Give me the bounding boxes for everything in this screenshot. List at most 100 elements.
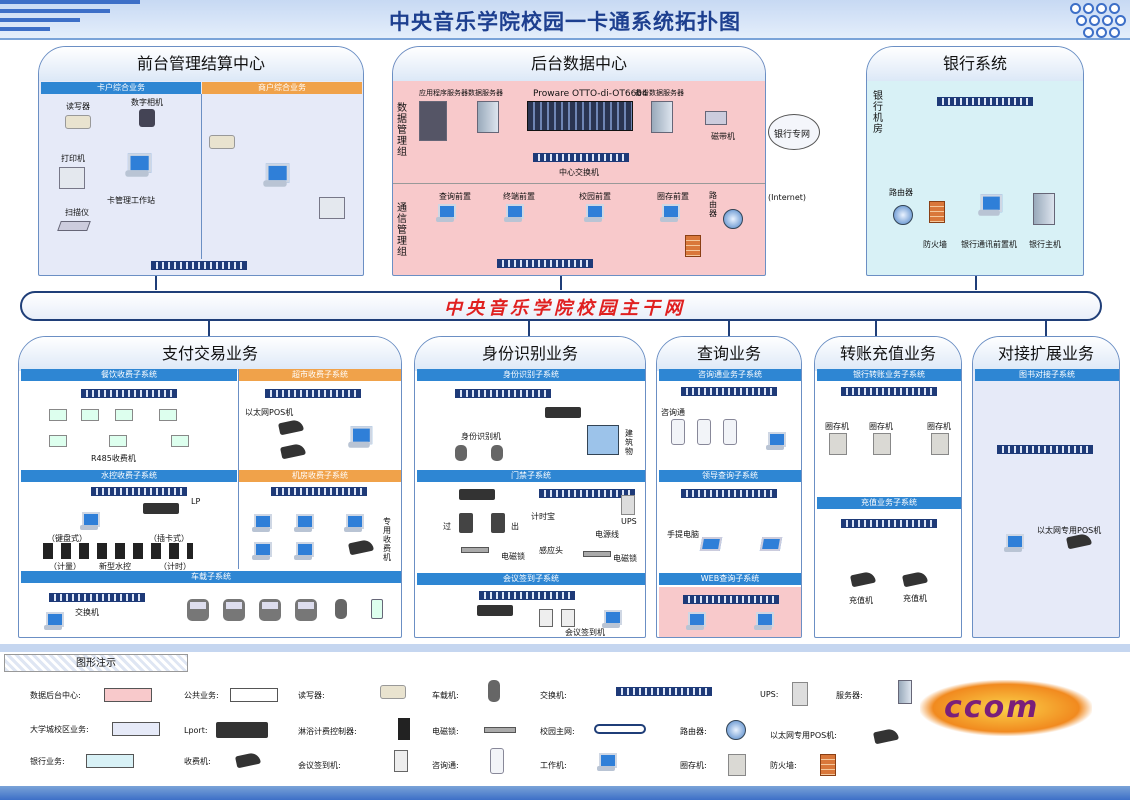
server-rack-icon (419, 101, 447, 141)
identity-switch-icon (455, 389, 551, 398)
kiosk-icon (697, 419, 711, 445)
circle1-label: 圈存机 (825, 422, 849, 431)
core-switch-icon (533, 153, 629, 162)
storage-array-icon (527, 101, 633, 131)
payment-title: 支付交易业务 (19, 337, 401, 371)
page-title: 中央音乐学院校园一卡通系统拓扑图 (389, 10, 741, 34)
bus-icon (187, 599, 209, 621)
id-reader-label: 身份识别机 (461, 432, 501, 441)
db-server-icon (477, 101, 499, 133)
pos-icon (280, 442, 306, 460)
header-stripe (0, 18, 80, 22)
web-pc-icon (753, 611, 774, 631)
legend-public-label: 公共业务: (184, 691, 219, 700)
machine-room-bar: 机房收费子系统 (239, 470, 401, 482)
library-pos-label: 以太网专用POS机 (1037, 526, 1102, 535)
legend-dc-swatch (104, 688, 152, 702)
leader-bar: 领导查询子系统 (659, 470, 801, 482)
maglock-icon (583, 551, 611, 557)
meeting-switch-icon (479, 591, 575, 600)
door-bar: 门禁子系统 (417, 470, 645, 482)
tape-drive-icon (705, 111, 727, 125)
kiosk-label: 咨询通 (661, 408, 685, 417)
identity-title: 身份识别业务 (415, 337, 645, 371)
cloud-icon (768, 114, 820, 150)
pos-terminal-icon (81, 409, 99, 421)
legend-switch-label: 交换机: (540, 691, 567, 700)
power-label: 电源线 (595, 530, 619, 539)
circle3-label: 圈存机 (927, 422, 951, 431)
water-pc-icon (79, 511, 100, 531)
data-group-label: 数据管理组 (397, 103, 407, 158)
supermarket-bar: 超市收费子系统 (239, 369, 401, 381)
bank-router-icon (893, 205, 913, 225)
bank-firewall-label: 防火墙 (923, 240, 947, 249)
query-front-pc-icon (435, 203, 456, 223)
legend-separator (0, 644, 1130, 652)
laptop-icon (759, 537, 783, 551)
bank-transfer-bar: 银行转账业务子系统 (817, 369, 961, 381)
recharge-bar: 充值业务子系统 (817, 497, 961, 509)
legend-fw-label: 防火墙: (770, 761, 797, 770)
water-switch-icon (91, 487, 187, 496)
legend-pos-icon (873, 727, 899, 745)
card-reader-icon (65, 115, 91, 129)
workstation-icon (124, 152, 152, 178)
comm-group-label: 通信管理组 (397, 203, 407, 258)
legend-server-label: 服务器: (836, 691, 863, 700)
divider (238, 369, 239, 569)
pos-icon (278, 418, 304, 436)
legend-lport-label: Lport: (184, 726, 208, 735)
merchant-printer-icon (319, 197, 345, 219)
switch-label: 交换机 (75, 608, 99, 617)
legend-title: 图形注示 (4, 654, 188, 672)
circle-machine-icon (829, 433, 847, 455)
divider (201, 94, 202, 259)
internet-label: (Internet) (768, 193, 807, 202)
legend-router-label: 路由器: (680, 727, 707, 736)
ccom-logo-text: ccom (944, 690, 1040, 725)
timer-box-label: 计时宝 (531, 512, 555, 521)
legend-campus-swatch (112, 722, 160, 736)
link-line (728, 321, 730, 337)
link-line (560, 276, 562, 290)
header-stripe (0, 27, 50, 31)
dining-bar: 餐饮收费子系统 (21, 369, 237, 381)
consult-pc-icon (765, 431, 786, 451)
web-switch-icon (683, 595, 779, 604)
bank-router-label: 路由器 (889, 188, 913, 197)
router-icon (723, 209, 743, 229)
bank-firewall-icon (929, 201, 945, 223)
terminal-front-pc-icon (503, 203, 524, 223)
pos-terminal-icon (49, 435, 67, 447)
rc2-label: 充值机 (903, 594, 927, 603)
campus-front-label: 校园前置 (579, 192, 611, 201)
bank-panel: 银行系统 银行机房 路由器 防火墙 银行通讯前置机 银行主机 (866, 46, 1084, 276)
vehicle-reader-icon (335, 599, 347, 619)
legend-lock-label: 电磁锁: (432, 727, 459, 736)
workstation-label: 卡管理工作站 (107, 196, 155, 205)
meeting-pc-icon (601, 609, 622, 629)
footer-bar (0, 786, 1130, 800)
consult-bar: 咨询通业务子系统 (659, 369, 801, 381)
legend-dc-label: 数据后台中心: (30, 691, 81, 700)
meeting-machine-icon (539, 609, 553, 627)
building-icon (587, 425, 619, 455)
sensor-label: 感应头 (539, 546, 563, 555)
bus-icon (259, 599, 281, 621)
link-line (975, 276, 977, 290)
backup-server-icon (651, 101, 673, 133)
front-switch-icon (151, 261, 247, 270)
supermarket-pc-icon (347, 425, 373, 449)
card-service-bar: 卡户综合业务 (41, 82, 201, 94)
circle-front-label: 圈存前置 (657, 192, 689, 201)
legend-ups-label: UPS: (760, 690, 779, 699)
door-reader-icon (491, 513, 505, 533)
vehicle-switch-icon (49, 593, 145, 602)
door-reader-icon (459, 513, 473, 533)
dining-switch-icon (81, 389, 177, 398)
legend-pos-label: 以太网专用POS机: (770, 731, 837, 740)
printer-label: 打印机 (61, 154, 85, 163)
query-title: 查询业务 (657, 337, 801, 371)
room-pc-icon (343, 513, 364, 533)
